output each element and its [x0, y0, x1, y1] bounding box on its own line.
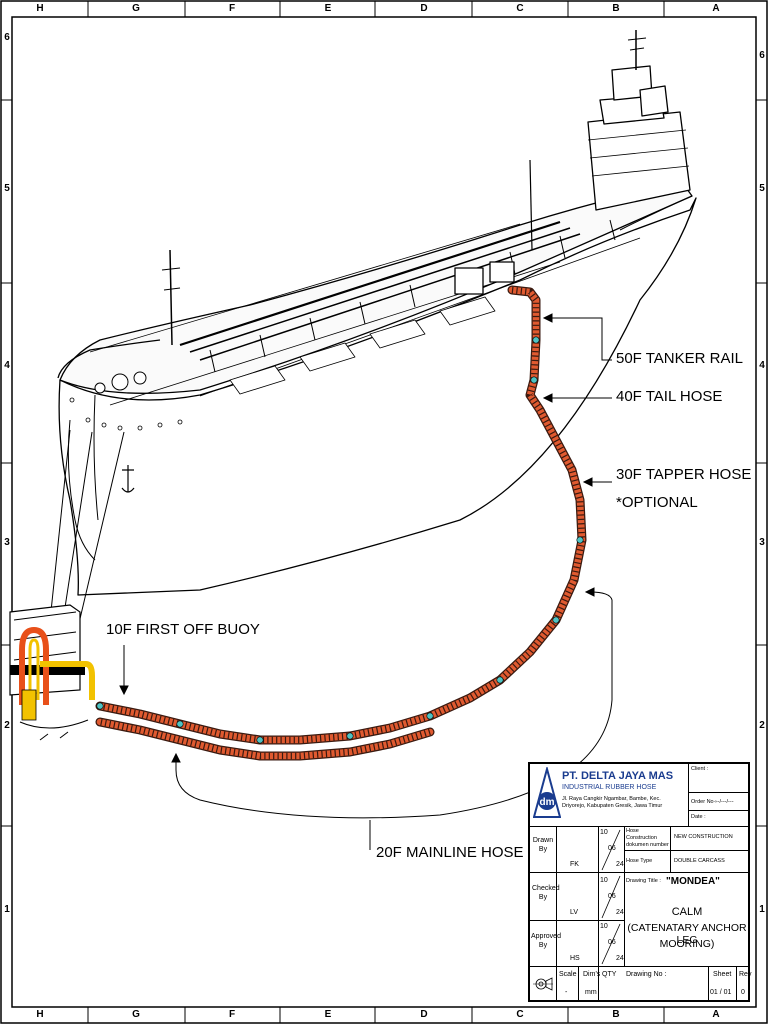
callout-tapper-hose: 30F TAPPER HOSE — [616, 466, 752, 483]
hose-flange — [496, 676, 504, 684]
hose-string — [95, 285, 587, 761]
hose-flange — [256, 736, 264, 744]
col-label-bottom: C — [516, 1009, 524, 1020]
dims-label: Dim's — [583, 971, 601, 978]
leader-tanker-rail — [548, 317, 612, 361]
approved-initials: HS — [570, 955, 580, 962]
sheet-value: 01 / 01 — [710, 989, 732, 996]
col-label-bottom: E — [324, 1009, 332, 1020]
checked-date-year: 24 — [616, 909, 624, 916]
col-label-bottom: H — [36, 1009, 44, 1020]
callout-tapper-optional: *OPTIONAL — [616, 494, 698, 511]
date-label: Date : — [691, 814, 706, 820]
drawn-initials: FK — [570, 861, 579, 868]
callout-first-off-buoy: 10F FIRST OFF BUOY — [106, 621, 260, 638]
hose-flange — [346, 732, 354, 740]
order-label: Order No : — [691, 799, 717, 805]
drawing-title-value: "MONDEA" — [666, 876, 720, 887]
checked-label: Checked By — [532, 885, 560, 901]
row-label-right: 2 — [759, 720, 765, 731]
rev-label: Rev — [739, 971, 752, 978]
row-label-left: 5 — [4, 183, 10, 194]
description-line-1: CALM — [671, 906, 703, 918]
approved-label: Approved By — [531, 933, 561, 949]
description-line-3: MOORING) — [659, 938, 715, 950]
approved-date-year: 24 — [616, 955, 624, 962]
checked-date-month: 06 — [608, 893, 616, 900]
hose-bands — [99, 718, 431, 760]
col-label-top: G — [132, 3, 140, 14]
row-label-right: 6 — [759, 50, 765, 61]
col-label-bottom: A — [712, 1009, 720, 1020]
qty-label: QTY — [602, 971, 617, 978]
row-label-left: 6 — [4, 32, 10, 43]
drawn-label: Drawn By — [532, 837, 554, 853]
buoy-arch — [19, 626, 49, 705]
col-label-bottom: D — [420, 1009, 428, 1020]
col-label-top: A — [712, 3, 720, 14]
ship-hull — [58, 197, 697, 596]
col-label-bottom: G — [132, 1009, 140, 1020]
row-label-right: 5 — [759, 183, 765, 194]
svg-text:dm: dm — [540, 797, 555, 808]
hose-construction-value: NEW CONSTRUCTION — [674, 834, 733, 840]
row-label-left: 3 — [4, 537, 10, 548]
drawn-date-year: 24 — [616, 861, 624, 868]
hose-type-label: Hose Type — [626, 858, 653, 864]
hose-flange — [552, 616, 560, 624]
company-subtitle: INDUSTRIAL RUBBER HOSE — [562, 784, 657, 791]
drawing-no-label: Drawing No : — [626, 971, 667, 978]
projection-symbol-icon — [533, 977, 553, 991]
callout-tail-hose: 40F TAIL HOSE — [616, 388, 723, 405]
col-label-top: B — [612, 3, 620, 14]
row-label-left: 2 — [4, 720, 10, 731]
drawing-title-label: Drawing Title : — [626, 878, 661, 884]
company-logo-icon: dm — [533, 767, 561, 818]
col-label-bottom: F — [228, 1009, 236, 1020]
col-label-top: D — [420, 3, 428, 14]
description-line-2: (CATENATARY ANCHOR LEG — [627, 922, 747, 946]
hose-flange — [576, 536, 584, 544]
company-name: PT. DELTA JAYA MAS — [562, 770, 674, 782]
hose-flange — [96, 702, 104, 710]
client-label: Client : — [691, 766, 709, 772]
row-label-right: 1 — [759, 904, 765, 915]
col-label-top: E — [324, 3, 332, 14]
row-label-left: 1 — [4, 904, 10, 915]
callout-tanker-rail: 50F TANKER RAIL — [616, 350, 743, 367]
col-label-top: H — [36, 3, 44, 14]
col-label-top: F — [228, 3, 236, 14]
scale-label: Scale — [559, 971, 577, 978]
hose-construction-label: Hose Construction dokumen number — [626, 828, 669, 848]
col-label-top: C — [516, 3, 524, 14]
row-label-right: 3 — [759, 537, 765, 548]
callout-mainline-hose: 20F MAINLINE HOSE — [376, 844, 524, 861]
sheet-label: Sheet — [713, 971, 732, 978]
calm-buoy — [9, 604, 95, 741]
company-address: Jl. Raya Cangkir Ngambar, Bambe, Kec. Dr… — [562, 796, 663, 809]
col-label-bottom: B — [612, 1009, 620, 1020]
callout-leaders — [119, 313, 613, 850]
hose-type-value: DOUBLE CARCASS — [674, 858, 725, 864]
order-value: ---/---/--- — [714, 799, 734, 805]
rev-value: 0 — [741, 989, 745, 996]
leader-mainline-upper — [175, 591, 613, 819]
dims-value: mm — [585, 989, 597, 996]
hose-flange — [532, 336, 540, 344]
row-label-left: 4 — [4, 360, 10, 371]
hose-flange — [530, 376, 538, 384]
hose-flange — [176, 720, 184, 728]
checked-initials: LV — [570, 909, 579, 916]
title-block: dm PT. DELTA JAYA MAS INDUSTRIAL RUBBER … — [528, 762, 752, 1002]
scale-value: - — [565, 989, 568, 996]
drawn-date-day: 10 — [600, 829, 608, 836]
hose-flange — [426, 712, 434, 720]
approved-date-day: 10 — [600, 923, 608, 930]
tanker-ship — [57, 30, 697, 596]
date-dividers — [601, 829, 621, 965]
row-label-right: 4 — [759, 360, 765, 371]
checked-date-day: 10 — [600, 877, 608, 884]
